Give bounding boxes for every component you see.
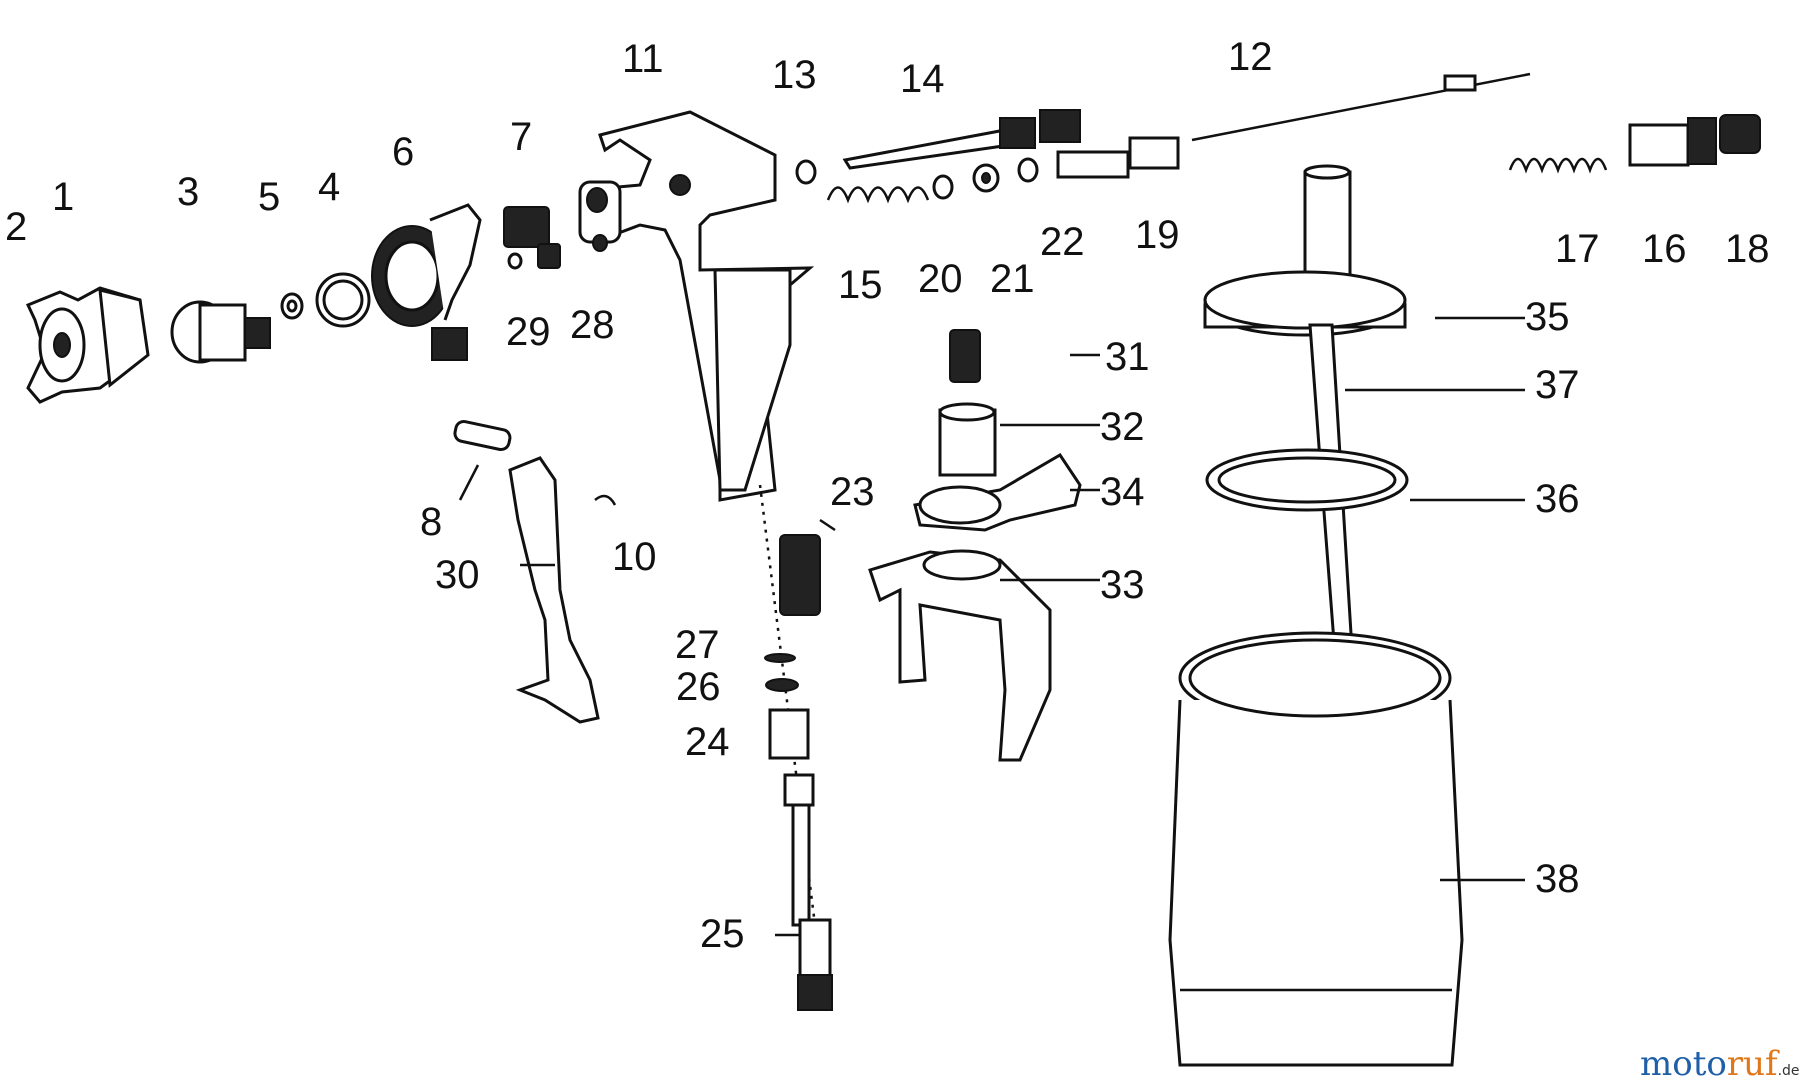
label-1: 1 bbox=[52, 175, 74, 219]
label-18: 18 bbox=[1725, 227, 1770, 271]
label-34: 34 bbox=[1100, 470, 1145, 514]
label-22: 22 bbox=[1040, 220, 1085, 264]
clip-10 bbox=[594, 494, 617, 506]
small-washer bbox=[507, 252, 523, 270]
label-25: 25 bbox=[700, 912, 745, 956]
label-14: 14 bbox=[900, 57, 945, 101]
label-6: 6 bbox=[392, 130, 414, 174]
label-12: 12 bbox=[1228, 35, 1273, 79]
label-27: 27 bbox=[675, 623, 720, 667]
washer-21 bbox=[972, 163, 1000, 193]
label-3: 3 bbox=[177, 170, 199, 214]
gasket-36 bbox=[1205, 448, 1409, 512]
nut-32 bbox=[938, 402, 997, 477]
label-28: 28 bbox=[570, 303, 615, 347]
label-30: 30 bbox=[435, 553, 480, 597]
label-2: 2 bbox=[5, 205, 27, 249]
spring-15 bbox=[826, 186, 930, 204]
fitting-23 bbox=[779, 534, 821, 616]
lever-34 bbox=[913, 452, 1082, 532]
cap-31 bbox=[949, 329, 981, 383]
watermark: motoruf.de bbox=[1640, 1044, 1800, 1084]
label-7: 7 bbox=[510, 115, 532, 159]
label-26: 26 bbox=[676, 665, 721, 709]
label-31: 31 bbox=[1105, 335, 1150, 379]
cup-38 bbox=[1168, 631, 1464, 1067]
label-32: 32 bbox=[1100, 405, 1145, 449]
label-4: 4 bbox=[318, 165, 340, 209]
cap-18 bbox=[1719, 114, 1761, 154]
pin-8 bbox=[453, 420, 512, 452]
needle-rod-12 bbox=[1191, 72, 1531, 142]
label-23: 23 bbox=[830, 470, 875, 514]
adjuster-19 bbox=[1056, 136, 1180, 179]
label-8: 8 bbox=[420, 500, 442, 544]
label-5: 5 bbox=[258, 175, 280, 219]
knob-16 bbox=[1628, 117, 1717, 167]
fluid-nozzle bbox=[170, 300, 271, 364]
label-15: 15 bbox=[838, 263, 883, 307]
label-11: 11 bbox=[622, 37, 664, 81]
spring-17 bbox=[1508, 157, 1608, 174]
label-37: 37 bbox=[1535, 363, 1580, 407]
fitting-24 bbox=[768, 708, 815, 807]
label-17: 17 bbox=[1555, 227, 1600, 271]
yoke-33 bbox=[868, 549, 1052, 762]
washer-27 bbox=[764, 653, 796, 663]
label-20: 20 bbox=[918, 257, 963, 301]
label-35: 35 bbox=[1525, 295, 1570, 339]
label-29: 29 bbox=[506, 310, 551, 354]
label-21: 21 bbox=[990, 257, 1035, 301]
air-cap bbox=[25, 286, 150, 404]
washer-26 bbox=[765, 678, 799, 692]
label-13: 13 bbox=[772, 53, 817, 97]
label-10: 10 bbox=[612, 535, 657, 579]
gun-body bbox=[578, 110, 815, 502]
gun-head bbox=[371, 203, 482, 361]
label-19: 19 bbox=[1135, 213, 1180, 257]
label-38: 38 bbox=[1535, 857, 1580, 901]
seal-washer bbox=[280, 292, 304, 320]
label-33: 33 bbox=[1100, 563, 1145, 607]
washer-20 bbox=[932, 174, 954, 200]
svg-text:motoruf.de: motoruf.de bbox=[1640, 1044, 1800, 1084]
label-16: 16 bbox=[1642, 227, 1687, 271]
trigger-30 bbox=[508, 456, 600, 724]
washer-13 bbox=[795, 159, 817, 185]
leader-lines bbox=[458, 316, 1525, 937]
label-36: 36 bbox=[1535, 477, 1580, 521]
threaded-fitting bbox=[503, 206, 550, 248]
tube-25 bbox=[791, 803, 833, 1011]
lid-35 bbox=[1203, 164, 1407, 337]
o-ring bbox=[315, 272, 371, 328]
label-24: 24 bbox=[685, 720, 730, 764]
small-fitting bbox=[537, 243, 561, 269]
needle-14 bbox=[842, 109, 1081, 170]
washer-22 bbox=[1017, 157, 1039, 183]
